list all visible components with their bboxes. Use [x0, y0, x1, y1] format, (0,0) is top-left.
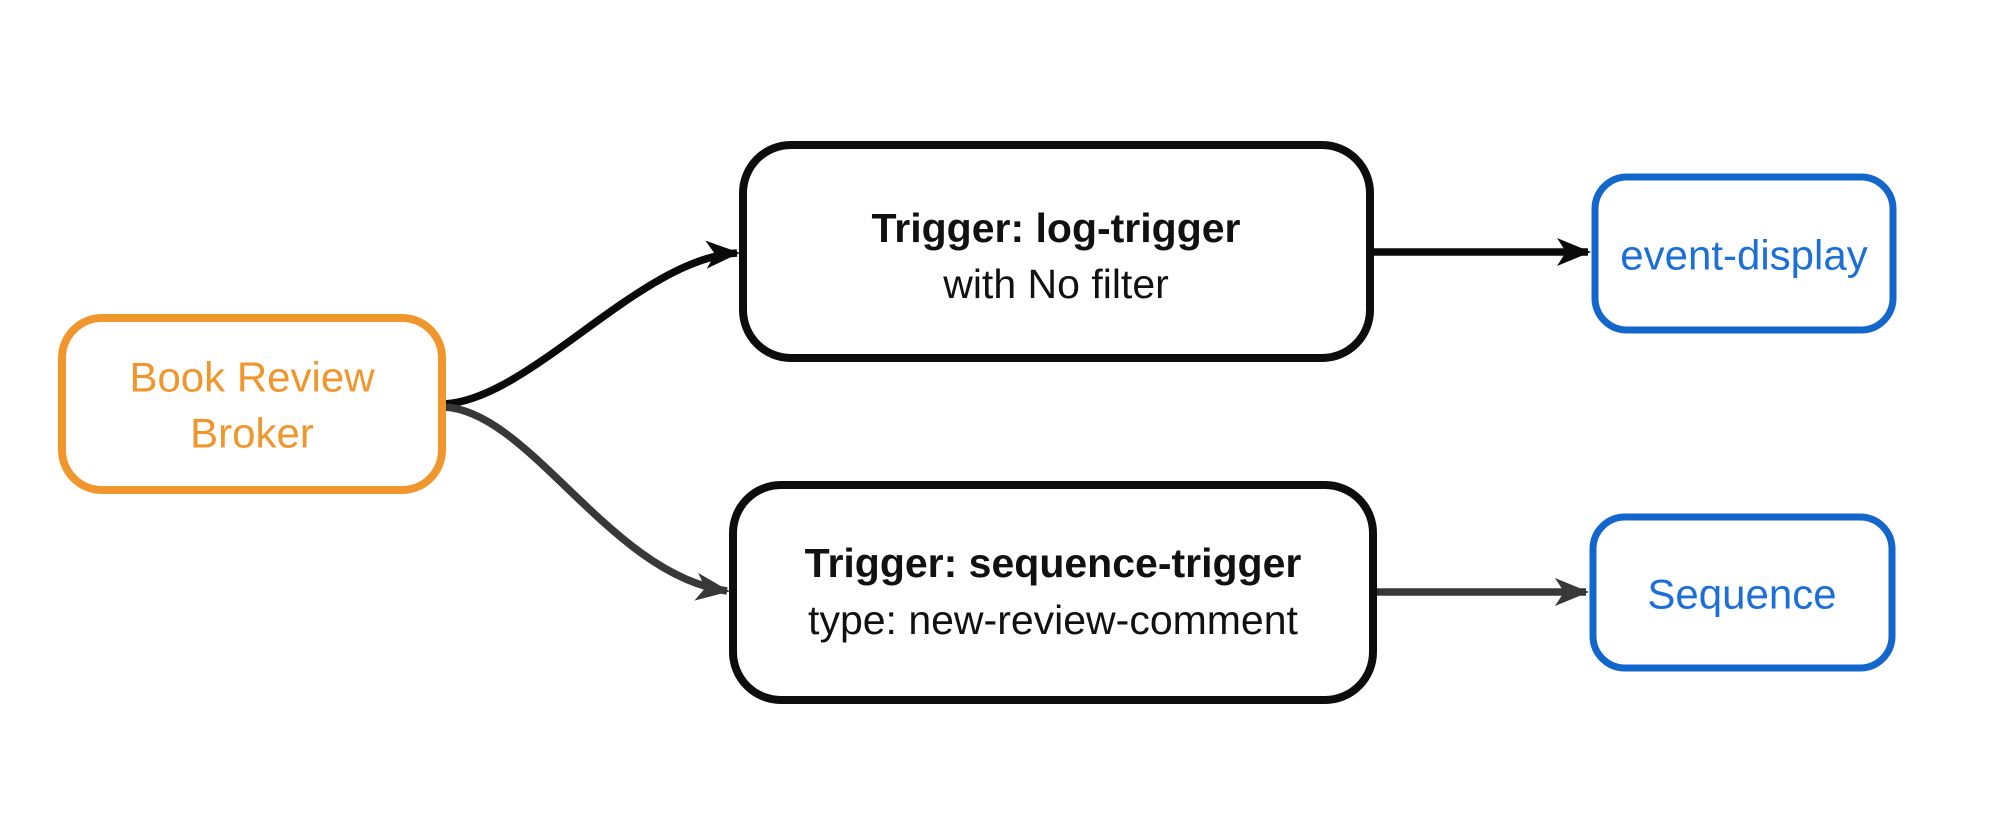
- sequence-trigger-subtitle: type: new-review-comment: [808, 597, 1298, 643]
- log-trigger-node-box: [739, 141, 1374, 362]
- log-trigger-subtitle: with No filter: [942, 261, 1169, 307]
- broker-label-line1: Book Review: [129, 354, 375, 401]
- node-event-display: event-display: [1591, 173, 1897, 334]
- node-log-trigger: Trigger: log-trigger with No filter: [739, 141, 1374, 362]
- edge-broker-to-log-trigger: [443, 240, 740, 408]
- node-sequence: Sequence: [1589, 513, 1896, 672]
- event-display-label: event-display: [1620, 232, 1867, 279]
- node-book-review-broker: Book Review Broker: [58, 314, 446, 494]
- node-sequence-trigger: Trigger: sequence-trigger type: new-revi…: [729, 481, 1377, 704]
- broker-node-box: [58, 314, 446, 494]
- sequence-trigger-title: Trigger: sequence-trigger: [805, 540, 1302, 586]
- broker-label-line2: Broker: [190, 410, 314, 457]
- sequence-trigger-node-box: [729, 481, 1377, 704]
- sequence-label: Sequence: [1647, 571, 1836, 618]
- sequence-node-box: [1589, 513, 1896, 672]
- edge-broker-to-sequence-trigger: [443, 403, 730, 601]
- event-display-node-box: [1591, 173, 1897, 334]
- log-trigger-title: Trigger: log-trigger: [872, 205, 1241, 251]
